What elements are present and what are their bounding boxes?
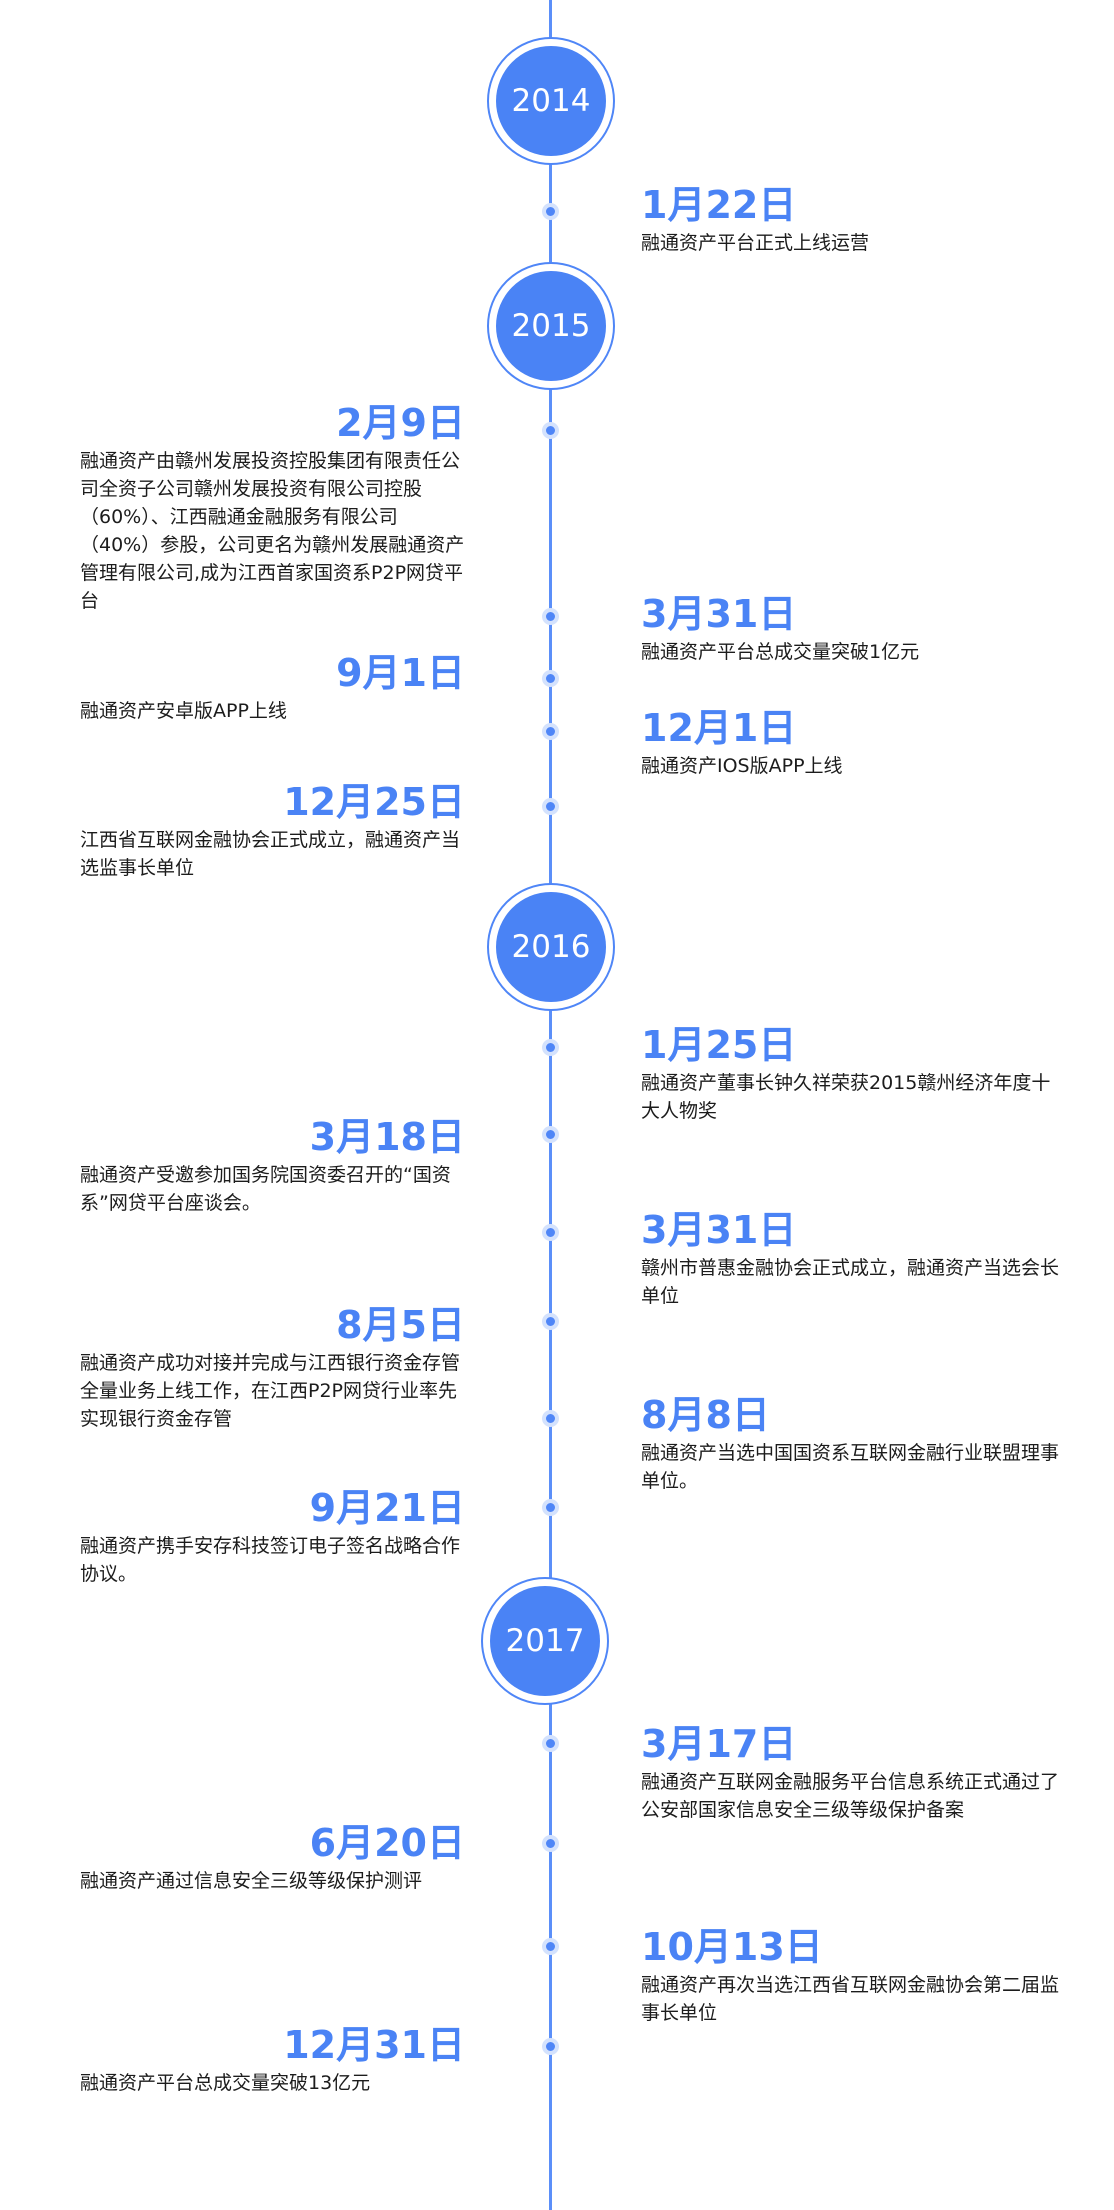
timeline-node (542, 670, 559, 687)
timeline-event: 3月18日 融通资产受邀参加国务院国资委召开的“国资系”网贷平台座谈会。 (80, 1115, 465, 1217)
event-description: 融通资产平台总成交量突破1亿元 (641, 641, 920, 663)
event-date: 10月13日 (641, 1925, 823, 1969)
timeline-axis (549, 0, 552, 2210)
timeline-node (542, 1938, 559, 1955)
event-description: 融通资产安卓版APP上线 (80, 700, 287, 722)
event-date: 9月21日 (309, 1486, 465, 1530)
timeline-node (542, 1126, 559, 1143)
timeline-node (542, 798, 559, 815)
event-description: 融通资产董事长钟久祥荣获2015赣州经济年度十大人物奖 (641, 1072, 1051, 1122)
event-description: 融通资产成功对接并完成与江西银行资金存管全量业务上线工作，在江西P2P网贷行业率… (80, 1352, 461, 1430)
timeline-node (542, 203, 559, 220)
event-description: 赣州市普惠金融协会正式成立，融通资产当选会长单位 (641, 1257, 1060, 1307)
year-label: 2014 (496, 46, 606, 156)
year-badge-2015: 2015 (487, 262, 615, 390)
event-date: 3月18日 (309, 1115, 465, 1159)
timeline-event: 3月31日 融通资产平台总成交量突破1亿元 (641, 592, 1061, 666)
event-description: 融通资产受邀参加国务院国资委召开的“国资系”网贷平台座谈会。 (80, 1164, 451, 1214)
timeline-event: 8月5日 融通资产成功对接并完成与江西银行资金存管全量业务上线工作，在江西P2P… (80, 1303, 465, 1433)
event-date: 8月8日 (641, 1393, 770, 1437)
event-date: 6月20日 (309, 1821, 465, 1865)
timeline-event: 6月20日 融通资产通过信息安全三级等级保护测评 (80, 1821, 465, 1895)
event-date: 3月17日 (641, 1722, 797, 1766)
timeline-node (542, 422, 559, 439)
timeline-event: 9月1日 融通资产安卓版APP上线 (80, 651, 465, 725)
year-badge-2016: 2016 (487, 883, 615, 1011)
event-date: 3月31日 (641, 592, 797, 636)
timeline-event: 1月22日 融通资产平台正式上线运营 (641, 183, 1061, 257)
year-badge-2014: 2014 (487, 37, 615, 165)
timeline-node (542, 1224, 559, 1241)
event-date: 8月5日 (336, 1303, 465, 1347)
timeline-event: 12月31日 融通资产平台总成交量突破13亿元 (80, 2023, 465, 2097)
event-date: 1月22日 (641, 183, 797, 227)
event-date: 3月31日 (641, 1208, 797, 1252)
event-date: 12月31日 (283, 2023, 465, 2067)
year-label: 2015 (496, 271, 606, 381)
year-badge-2017: 2017 (481, 1577, 609, 1705)
event-date: 1月25日 (641, 1023, 797, 1067)
event-description: 融通资产IOS版APP上线 (641, 755, 843, 777)
timeline-node (542, 1039, 559, 1056)
year-label: 2016 (496, 892, 606, 1002)
event-description: 融通资产平台总成交量突破13亿元 (80, 2072, 371, 2094)
event-description: 融通资产互联网金融服务平台信息系统正式通过了公安部国家信息安全三级等级保护备案 (641, 1771, 1060, 1821)
timeline-event: 3月17日 融通资产互联网金融服务平台信息系统正式通过了公安部国家信息安全三级等… (641, 1722, 1061, 1824)
timeline-event: 2月9日 融通资产由赣州发展投资控股集团有限责任公司全资子公司赣州发展投资有限公… (80, 401, 465, 615)
timeline-node (542, 1835, 559, 1852)
event-description: 融通资产携手安存科技签订电子签名战略合作协议。 (80, 1535, 461, 1585)
timeline-event: 12月25日 江西省互联网金融协会正式成立，融通资产当选监事长单位 (80, 780, 465, 882)
event-description: 融通资产平台正式上线运营 (641, 232, 870, 254)
timeline-node (542, 1313, 559, 1330)
event-description: 融通资产再次当选江西省互联网金融协会第二届监事长单位 (641, 1974, 1060, 2024)
timeline-node (542, 1735, 559, 1752)
year-label: 2017 (490, 1586, 600, 1696)
timeline-event: 1月25日 融通资产董事长钟久祥荣获2015赣州经济年度十大人物奖 (641, 1023, 1061, 1125)
timeline-event: 9月21日 融通资产携手安存科技签订电子签名战略合作协议。 (80, 1486, 465, 1588)
event-description: 融通资产由赣州发展投资控股集团有限责任公司全资子公司赣州发展投资有限公司控股（6… (80, 450, 465, 612)
event-date: 2月9日 (336, 401, 465, 445)
timeline-node (542, 608, 559, 625)
timeline-event: 8月8日 融通资产当选中国国资系互联网金融行业联盟理事单位。 (641, 1393, 1061, 1495)
event-description: 融通资产当选中国国资系互联网金融行业联盟理事单位。 (641, 1442, 1060, 1492)
timeline-node (542, 1410, 559, 1427)
timeline-event: 12月1日 融通资产IOS版APP上线 (641, 706, 1061, 780)
timeline-node (542, 1499, 559, 1516)
event-description: 融通资产通过信息安全三级等级保护测评 (80, 1870, 423, 1892)
event-date: 9月1日 (336, 651, 465, 695)
event-description: 江西省互联网金融协会正式成立，融通资产当选监事长单位 (80, 829, 461, 879)
event-date: 12月1日 (641, 706, 797, 750)
timeline-event: 3月31日 赣州市普惠金融协会正式成立，融通资产当选会长单位 (641, 1208, 1061, 1310)
timeline-event: 10月13日 融通资产再次当选江西省互联网金融协会第二届监事长单位 (641, 1925, 1061, 2027)
timeline-node (542, 723, 559, 740)
timeline-node (542, 2038, 559, 2055)
event-date: 12月25日 (283, 780, 465, 824)
